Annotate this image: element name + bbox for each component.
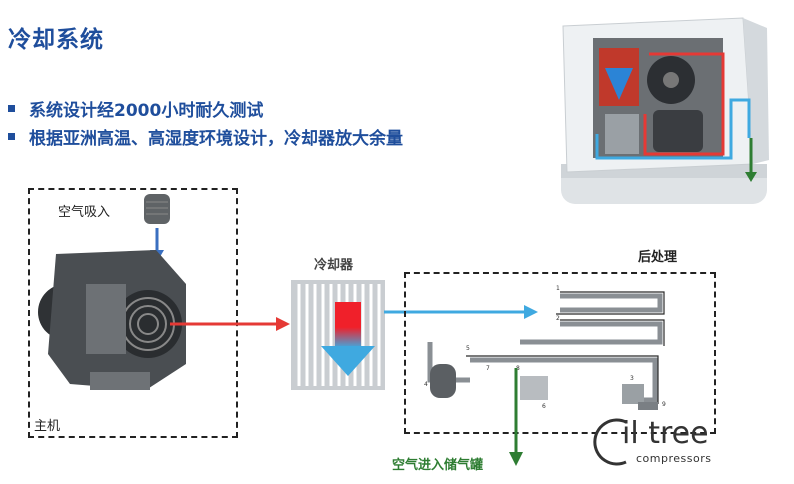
hot-air-arrowhead xyxy=(276,317,290,331)
output-arrowhead xyxy=(509,452,523,466)
bullet-text: 系统设计经2000小时耐久测试 xyxy=(29,101,264,121)
compressor-unit xyxy=(430,364,456,398)
hot-air-arrow xyxy=(170,317,290,331)
part-number: 1 xyxy=(556,285,560,292)
logo-subtext: compressors xyxy=(636,452,712,465)
outlet-arrowhead xyxy=(745,172,757,182)
airend-shape xyxy=(653,110,703,152)
motor-shape xyxy=(605,114,639,154)
logo-mark xyxy=(593,418,627,466)
main-compressor-image xyxy=(38,250,186,390)
cool-air-pipe xyxy=(595,98,751,160)
to-tank-label: 空气进入储气罐 xyxy=(392,458,484,473)
fan-hub xyxy=(663,72,679,88)
cool-air-arrow xyxy=(384,305,538,319)
scroll-plate xyxy=(114,290,182,358)
drain-unit xyxy=(622,384,644,404)
bullet-marker xyxy=(8,105,15,112)
scroll-ring xyxy=(129,305,167,343)
part-number: 9 xyxy=(662,401,666,408)
air-intake-label: 空气吸入 xyxy=(58,205,111,220)
page-title: 冷却系统 xyxy=(8,27,104,53)
mount-base xyxy=(90,372,150,390)
cool-air-arrowhead xyxy=(524,305,538,319)
cooler-label: 冷却器 xyxy=(314,258,354,273)
part-number: 5 xyxy=(466,345,470,352)
part-number: 7 xyxy=(486,365,490,372)
part-number: 3 xyxy=(630,375,634,382)
bullet-text: 根据亚洲高温、高湿度环境设计，冷却器放大余量 xyxy=(29,129,403,149)
logo-text: il tree xyxy=(622,416,709,451)
dryer-schematic: 1 2 3 4 5 6 7 8 9 xyxy=(424,285,666,410)
housing-ribs xyxy=(86,284,126,354)
hot-air-pipe xyxy=(643,52,725,156)
logo-arc xyxy=(593,418,627,466)
part-number: 2 xyxy=(556,315,560,322)
aftertreatment-box xyxy=(404,272,716,434)
main-unit-box xyxy=(28,188,238,438)
compressor-cutaway-image xyxy=(561,17,769,204)
cooling-flow-bar xyxy=(335,302,361,348)
output-arrow xyxy=(509,368,523,466)
cooler-graphic xyxy=(291,280,385,390)
schematic-outlines xyxy=(466,291,665,404)
aftertreatment-label: 后处理 xyxy=(638,250,678,265)
part-number: 4 xyxy=(424,381,428,388)
main-unit-label: 主机 xyxy=(34,419,61,434)
separator-unit xyxy=(520,376,548,400)
scroll-ring xyxy=(137,313,159,335)
bullet-item-1: 系统设计经2000小时耐久测试 xyxy=(8,96,263,121)
filter-body xyxy=(144,194,170,224)
cooler-flow-arrow xyxy=(605,68,633,100)
cabinet-side xyxy=(743,18,769,164)
bullet-item-2: 根据亚洲高温、高湿度环境设计，冷却器放大余量 xyxy=(8,124,403,149)
cooling-flow-arrowhead xyxy=(321,346,375,376)
part-number: 8 xyxy=(516,365,520,372)
bullet-marker xyxy=(8,133,15,140)
part-number: 6 xyxy=(542,403,546,410)
valve-unit xyxy=(638,402,658,410)
